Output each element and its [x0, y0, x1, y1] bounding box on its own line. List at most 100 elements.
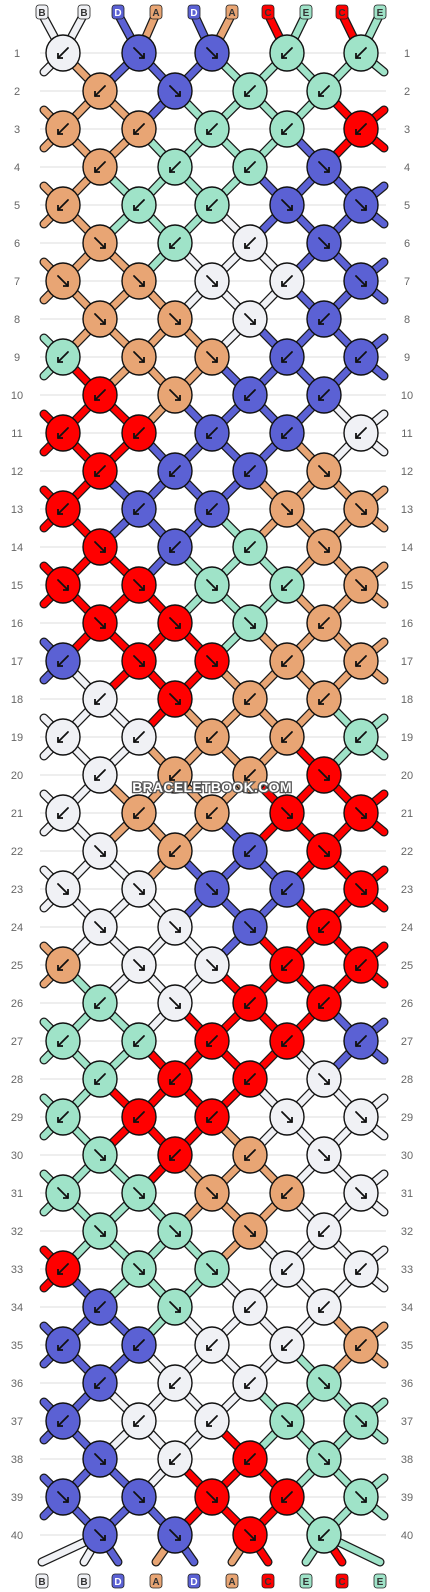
arrow-down-left-icon [244, 693, 256, 705]
arrow-down-right-icon [133, 655, 145, 667]
arrow-head-icon [63, 889, 69, 895]
arrow-down-left-icon [355, 1035, 367, 1047]
row-number-left: 22 [11, 846, 23, 858]
row-number-right: 17 [401, 656, 413, 668]
arrow-down-left-icon [57, 731, 69, 743]
row-number-right: 14 [401, 542, 413, 554]
arrow-head-icon [281, 281, 287, 287]
arrow-down-left-icon [57, 47, 69, 59]
arrow-down-right-icon [206, 655, 218, 667]
arrow-down-left-icon [281, 275, 293, 287]
arrow-down-right-icon [318, 465, 330, 477]
arrow-down-left-icon [281, 579, 293, 591]
row-number-right: 21 [401, 808, 413, 820]
row-number-left: 39 [11, 1492, 23, 1504]
arrow-head-icon [318, 395, 324, 401]
arrow-down-right-icon [57, 275, 69, 287]
arrow-down-left-icon [206, 1035, 218, 1047]
arrow-down-right-icon [355, 1187, 367, 1199]
arrow-down-left-icon [355, 351, 367, 363]
arrow-head-icon [281, 889, 287, 895]
arrow-head-icon [244, 1079, 250, 1085]
strand-label-chip [149, 1573, 163, 1589]
arrow-down-right-icon [244, 1529, 256, 1541]
arrow-down-right-icon [169, 997, 181, 1009]
arrow-head-icon [100, 1459, 106, 1465]
arrow-head-icon [324, 775, 330, 781]
arrow-down-right-icon [94, 845, 106, 857]
strand-label: C [338, 8, 345, 19]
arrow-down-right-icon [206, 579, 218, 591]
arrow-head-icon [355, 433, 361, 439]
arrow-down-left-icon [244, 161, 256, 173]
arrow-head-icon [281, 129, 287, 135]
row-number-left: 37 [11, 1416, 23, 1428]
arrow-head-icon [100, 1535, 106, 1541]
row-number-left: 36 [11, 1378, 23, 1390]
arrow-down-left-icon [244, 1301, 256, 1313]
row-number-left: 25 [11, 960, 23, 972]
arrow-head-icon [212, 965, 218, 971]
arrow-head-icon [244, 243, 250, 249]
arrow-head-icon [57, 205, 63, 211]
arrow-head-icon [318, 699, 324, 705]
row-number-right: 28 [401, 1074, 413, 1086]
row-number-right: 9 [404, 352, 410, 364]
arrow-head-icon [139, 357, 145, 363]
arrow-head-icon [361, 1421, 367, 1427]
arrow-head-icon [281, 357, 287, 363]
arrow-head-icon [244, 471, 250, 477]
arrow-down-right-icon [169, 693, 181, 705]
row-number-left: 1 [14, 48, 20, 60]
arrow-head-icon [281, 585, 287, 591]
arrow-down-left-icon [244, 1149, 256, 1161]
arrow-head-icon [57, 433, 63, 439]
strand-label-chip [187, 4, 201, 20]
row-number-right: 2 [404, 86, 410, 98]
arrow-down-left-icon [281, 1339, 293, 1351]
arrow-head-icon [94, 91, 100, 97]
strand-label: A [152, 1577, 159, 1588]
arrow-down-right-icon [57, 883, 69, 895]
arrow-head-icon [355, 1345, 361, 1351]
arrow-down-left-icon [318, 1301, 330, 1313]
row-number-right: 8 [404, 314, 410, 326]
arrow-head-icon [169, 1079, 175, 1085]
row-number-left: 20 [11, 770, 23, 782]
arrow-head-icon [206, 1421, 212, 1427]
arrow-down-right-icon [169, 1225, 181, 1237]
arrow-down-right-icon [281, 503, 293, 515]
arrow-down-left-icon [244, 237, 256, 249]
row-number-right: 13 [401, 504, 413, 516]
arrow-down-right-icon [318, 237, 330, 249]
arrow-head-icon [57, 129, 63, 135]
arrow-head-icon [206, 737, 212, 743]
arrow-down-right-icon [244, 1225, 256, 1237]
arrow-down-left-icon [281, 959, 293, 971]
arrow-down-right-icon [206, 47, 218, 59]
arrow-down-right-icon [318, 1453, 330, 1465]
row-number-right: 27 [401, 1036, 413, 1048]
arrow-head-icon [287, 813, 293, 819]
arrow-down-left-icon [169, 1149, 181, 1161]
row-number-right: 30 [401, 1150, 413, 1162]
arrow-down-left-icon [57, 959, 69, 971]
arrow-head-icon [206, 205, 212, 211]
arrow-down-left-icon [94, 85, 106, 97]
arrow-down-left-icon [133, 807, 145, 819]
arrow-down-left-icon [94, 1301, 106, 1313]
arrow-head-icon [281, 1345, 287, 1351]
arrow-down-left-icon [133, 1111, 145, 1123]
arrow-down-right-icon [169, 85, 181, 97]
arrow-head-icon [63, 1193, 69, 1199]
row-number-left: 24 [11, 922, 23, 934]
arrow-head-icon [281, 661, 287, 667]
arrow-down-right-icon [206, 1263, 218, 1275]
arrow-head-icon [175, 1231, 181, 1237]
arrow-head-icon [139, 889, 145, 895]
arrow-head-icon [355, 129, 361, 135]
arrow-head-icon [355, 661, 361, 667]
arrow-down-left-icon [281, 655, 293, 667]
row-number-right: 16 [401, 618, 413, 630]
